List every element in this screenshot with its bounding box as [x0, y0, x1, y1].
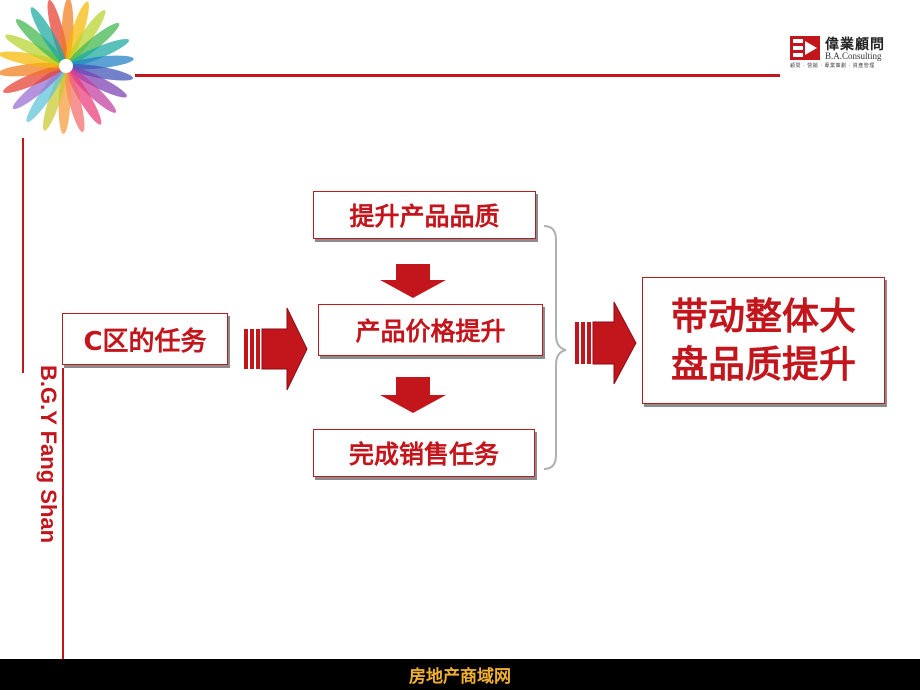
flower-petal — [0, 51, 65, 68]
step-3-label: 完成销售任务 — [348, 440, 499, 469]
side-rule-lower — [62, 368, 64, 660]
logo-tagline: 顧問 · 營銷 · 專業策劃 · 資產管理 — [790, 63, 875, 69]
flower-petal — [43, 67, 67, 131]
flower-petal — [30, 7, 66, 65]
flower-petal — [65, 1, 89, 65]
task-label: C区的任务 — [83, 326, 207, 357]
step-box-1: 提升产品品质 — [313, 191, 536, 239]
grouping-bracket — [543, 225, 567, 470]
flower-petal — [66, 9, 106, 65]
task-box: C区的任务 — [62, 313, 228, 365]
result-line-1: 带动整体大 — [671, 295, 856, 339]
logo-name-cn: 偉業顧問 — [825, 37, 885, 53]
header-rule — [135, 74, 780, 77]
down-arrow-step1-to-step2 — [380, 264, 446, 298]
flower-petal — [12, 66, 65, 110]
footer-text: 房地产商域网 — [409, 667, 511, 687]
flower-petal — [26, 67, 66, 123]
company-logo: 偉業顧問 B.A.Consulting 顧問 · 營銷 · 專業策劃 · 資產管… — [790, 34, 900, 70]
flower-petal — [66, 67, 117, 113]
result-box: 带动整体大 盘品质提升 — [642, 277, 885, 404]
flower-petal — [67, 64, 133, 81]
flower-center — [59, 59, 73, 73]
side-label-text: B.G.Y Fang Shan — [36, 365, 61, 544]
flower-petal — [15, 19, 66, 65]
down-arrow-step2-to-step3 — [380, 377, 446, 413]
block-arrow-steps-to-result — [575, 301, 637, 385]
side-vertical-label: B.G.Y Fang Shan — [18, 365, 78, 605]
footer-bar: 房地产商域网 — [0, 659, 920, 690]
ba-consulting-logo-icon — [790, 36, 820, 60]
flower-petal — [67, 22, 120, 66]
step-2-label: 产品价格提升 — [355, 317, 506, 346]
step-1-label: 提升产品品质 — [349, 202, 500, 231]
step-box-2: 产品价格提升 — [318, 304, 543, 356]
flower-decoration — [0, 0, 134, 135]
step-box-3: 完成销售任务 — [313, 429, 535, 477]
flower-petal — [5, 34, 65, 66]
logo-name-en: B.A.Consulting — [825, 51, 882, 61]
flower-petal — [67, 66, 127, 98]
block-arrow-task-to-steps — [244, 307, 308, 391]
result-line-2: 盘品质提升 — [671, 342, 856, 386]
side-rule-upper — [22, 138, 24, 373]
